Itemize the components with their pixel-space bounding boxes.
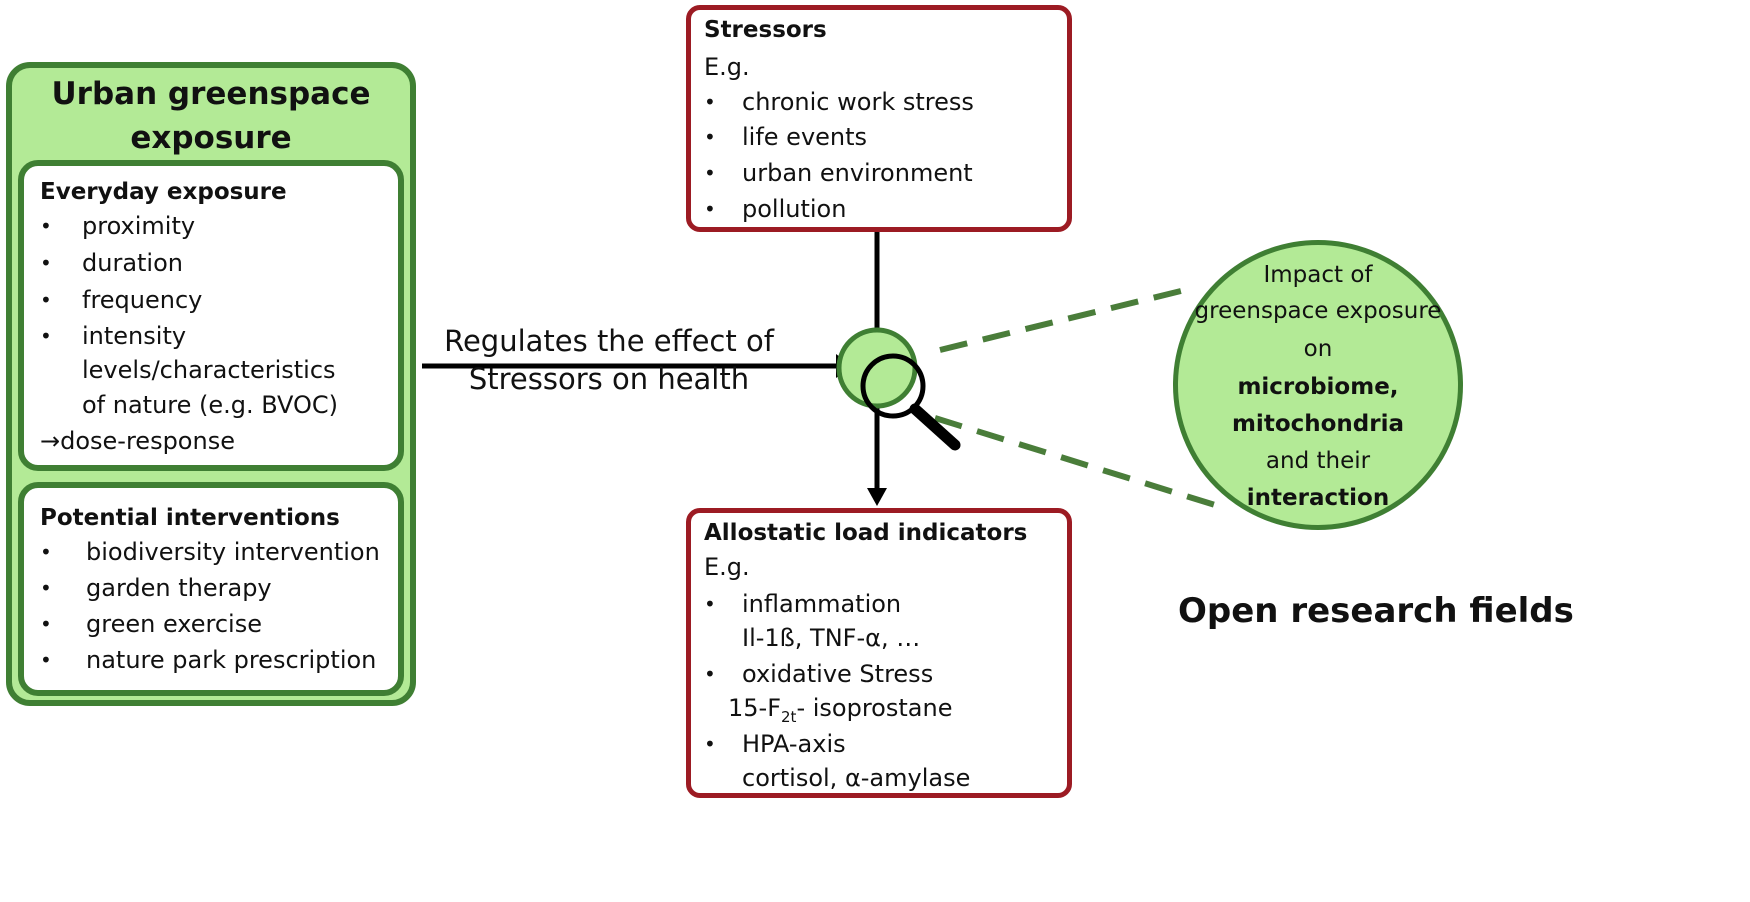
intervention-item-exercise: green exercise — [86, 610, 262, 638]
intervention-item-garden: garden therapy — [86, 574, 272, 602]
intervention-item-nature-park: nature park prescription — [86, 646, 377, 674]
interventions-box — [18, 482, 404, 696]
allostatic-box — [686, 508, 1072, 798]
allostatic-heading: Allostatic load indicators — [704, 520, 1028, 546]
allostatic-item-inflammation: inflammation — [742, 590, 902, 618]
allostatic-detail-inflammation: Il-1ß, TNF-α, … — [742, 624, 921, 652]
interventions-bullet-2: • — [40, 576, 52, 600]
greenspace-title-line2: exposure — [130, 120, 292, 156]
allostatic-bullet-2: • — [704, 662, 716, 686]
stressors-eg: E.g. — [704, 53, 750, 81]
stressor-item-life-events: life events — [742, 123, 868, 151]
research-line-3: on — [1303, 336, 1333, 362]
regulates-label-line2: Stressors on health — [468, 362, 750, 396]
hub-circle — [836, 327, 918, 409]
everyday-extra-line-1: levels/characteristics — [82, 356, 336, 384]
open-research-label: Open research fields — [1178, 591, 1574, 631]
interventions-heading: Potential interventions — [40, 505, 340, 531]
everyday-heading: Everyday exposure — [40, 179, 287, 205]
interventions-bullet-3: • — [40, 612, 52, 636]
everyday-bullet-1: • — [40, 214, 52, 238]
everyday-item-duration: duration — [82, 249, 183, 277]
greenspace-title-line1: Urban greenspace — [51, 76, 371, 112]
research-line-and-their: and their — [1265, 448, 1371, 474]
everyday-exposure-box — [18, 160, 404, 471]
regulates-label: Regulates the effect of Stressors on hea… — [424, 322, 794, 398]
research-line-interaction: interaction — [1246, 485, 1390, 511]
everyday-bullet-2: • — [40, 251, 52, 275]
stressor-item-urban-environment: urban environment — [742, 159, 973, 187]
stressors-bullet-1: • — [704, 90, 716, 114]
stressors-bullet-2: • — [704, 125, 716, 149]
allostatic-bullet-1: • — [704, 592, 716, 616]
magnifier-icon — [860, 353, 961, 451]
stressor-item-pollution: pollution — [742, 195, 847, 223]
isoprostane-prefix: 15-F — [728, 694, 782, 722]
allostatic-detail-oxidative: 15-F2t- isoprostane — [728, 690, 952, 736]
regulates-label-line1: Regulates the effect of — [444, 324, 774, 358]
isoprostane-subscript: 2t — [781, 707, 797, 726]
stressors-bullet-4: • — [704, 197, 716, 221]
stressors-box — [686, 5, 1072, 232]
interventions-bullet-4: • — [40, 648, 52, 672]
research-line-microbiome: microbiome, — [1237, 374, 1399, 400]
allostatic-item-hpa: HPA-axis — [742, 730, 846, 758]
everyday-bullet-3: • — [40, 288, 52, 312]
dose-response-text: →dose-response — [40, 427, 235, 455]
stressor-item-work-stress: chronic work stress — [742, 88, 974, 116]
research-line-mitochondria: mitochondria — [1231, 411, 1405, 437]
allostatic-item-oxidative: oxidative Stress — [742, 660, 934, 688]
everyday-extra-line-2: of nature (e.g. BVOC) — [82, 391, 339, 419]
stressors-heading: Stressors — [704, 17, 827, 43]
greenspace-title: Urban greenspace exposure — [6, 72, 416, 160]
zoom-dash-upper — [939, 287, 1186, 353]
everyday-bullet-4: • — [40, 324, 52, 348]
stressors-bullet-3: • — [704, 161, 716, 185]
allostatic-arrowhead — [867, 488, 887, 506]
allostatic-detail-hpa: cortisol, α-amylase — [742, 764, 971, 792]
zoom-dash-lower — [934, 415, 1216, 508]
research-line-2: greenspace exposure — [1194, 298, 1442, 324]
everyday-item-intensity: intensity — [82, 322, 187, 350]
allostatic-eg: E.g. — [704, 553, 750, 581]
everyday-item-proximity: proximity — [82, 212, 196, 240]
everyday-item-frequency: frequency — [82, 286, 203, 314]
intervention-item-biodiversity: biodiversity intervention — [86, 538, 380, 566]
interventions-bullet-1: • — [40, 540, 52, 564]
research-circle — [1173, 240, 1463, 530]
research-line-1: Impact of — [1263, 262, 1373, 288]
allostatic-bullet-3: • — [704, 732, 716, 756]
isoprostane-suffix: - isoprostane — [796, 694, 953, 722]
